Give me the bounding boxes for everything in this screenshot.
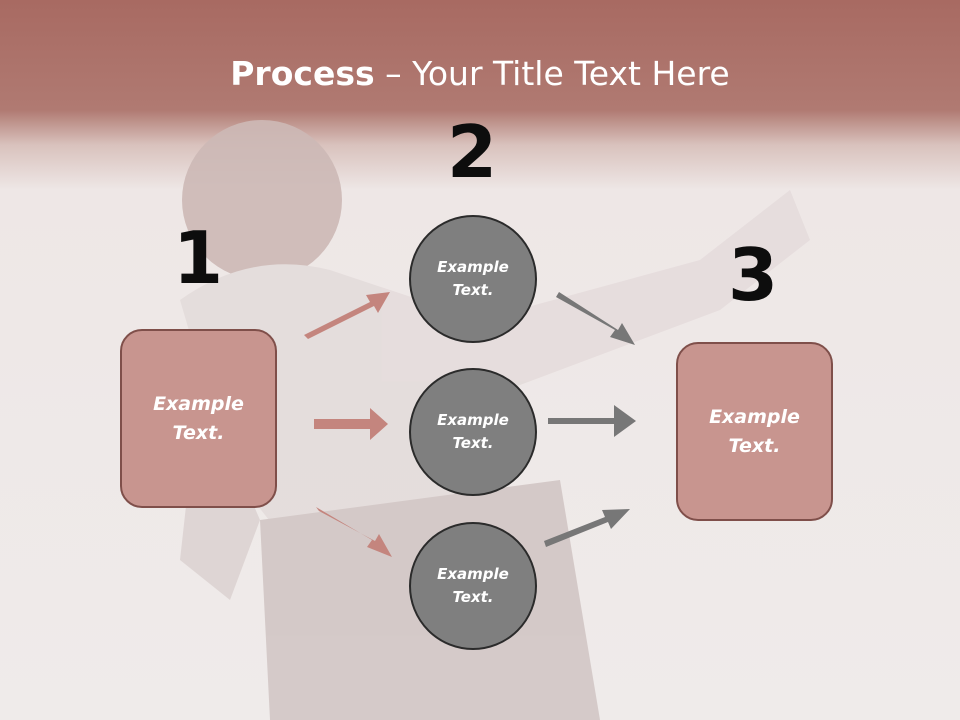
circle-middle-text: Example Text. [437,411,509,452]
arrow-left-middle [314,408,388,440]
step-number-3: 3 [727,233,779,317]
arrow-right-up [544,509,630,547]
circle-middle: Example Text. [409,368,537,496]
title-rest: – Your Title Text Here [374,54,730,93]
arrow-left-down [316,507,392,557]
step-number-2: 2 [446,110,498,194]
step-number-1: 1 [172,216,224,300]
circle-top: Example Text. [409,215,537,343]
arrow-right-down [556,292,635,345]
arrow-right-middle [548,405,636,437]
right-step-box-text: Example Text. [709,405,800,457]
circle-bottom-text: Example Text. [437,565,509,606]
right-step-box: Example Text. [676,342,833,521]
circle-bottom: Example Text. [409,522,537,650]
circle-top-text: Example Text. [437,258,509,299]
arrow-left-up [304,292,390,339]
title-bold: Process [230,54,375,93]
slide-title: Process – Your Title Text Here [0,52,960,96]
left-step-box: Example Text. [120,329,277,508]
left-step-box-text: Example Text. [153,392,244,444]
